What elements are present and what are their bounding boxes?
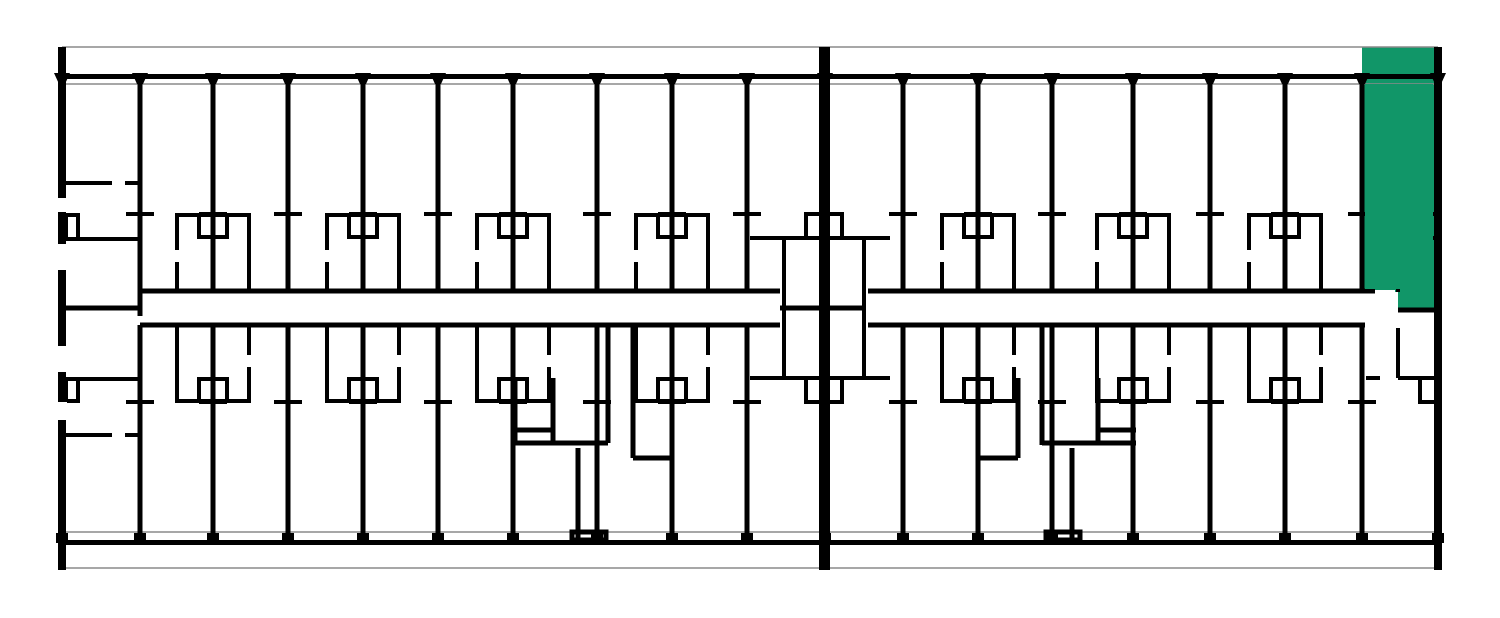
column-post-top <box>430 73 446 84</box>
column-post-top <box>54 73 70 84</box>
left-end-details <box>64 180 142 437</box>
unit-zone[interactable] <box>216 84 285 289</box>
unit-zone[interactable] <box>1055 84 1130 289</box>
column-post-top <box>355 73 371 84</box>
bathroom-walls <box>126 212 1376 404</box>
column-post-top <box>1354 73 1370 84</box>
unit-zone[interactable] <box>1213 84 1282 289</box>
unit-zone[interactable] <box>1288 84 1359 289</box>
left-window-gaps <box>57 198 67 420</box>
column-post-top <box>132 73 148 84</box>
unit-zone[interactable] <box>750 84 900 289</box>
unit-zone[interactable] <box>600 84 669 289</box>
unit-zone[interactable] <box>675 84 744 289</box>
center-core <box>750 212 890 404</box>
column-post-top <box>205 73 221 84</box>
column-post-top <box>589 73 605 84</box>
column-post-top <box>970 73 986 84</box>
column-post-top <box>280 73 296 84</box>
party-walls <box>137 80 1365 540</box>
unit-zones[interactable] <box>69 84 1433 289</box>
unit-zone[interactable] <box>291 84 360 289</box>
unit-zone[interactable] <box>69 84 137 289</box>
column-post-top <box>817 73 833 84</box>
unit-zone[interactable] <box>143 84 210 289</box>
unit-zone[interactable] <box>366 84 435 289</box>
service-blocks <box>512 325 1136 543</box>
column-post-top <box>1202 73 1218 84</box>
column-post-top <box>505 73 521 84</box>
column-post-top <box>1277 73 1293 84</box>
unit-zone[interactable] <box>981 84 1049 289</box>
column-post-bottom <box>56 533 68 543</box>
unit-zone[interactable] <box>906 84 975 289</box>
column-post-top <box>664 73 680 84</box>
column-post-top <box>739 73 755 84</box>
column-post-bottom <box>1432 533 1444 543</box>
unit-zone[interactable] <box>1136 84 1207 289</box>
unit-zone[interactable] <box>516 84 594 289</box>
column-post-top <box>1430 73 1446 84</box>
unit-zone[interactable] <box>441 84 510 289</box>
column-post-top <box>895 73 911 84</box>
column-post-top <box>1044 73 1060 84</box>
column-post-top <box>1125 73 1141 84</box>
unit-zone[interactable] <box>1365 84 1433 289</box>
column-post-bottom <box>819 533 831 543</box>
